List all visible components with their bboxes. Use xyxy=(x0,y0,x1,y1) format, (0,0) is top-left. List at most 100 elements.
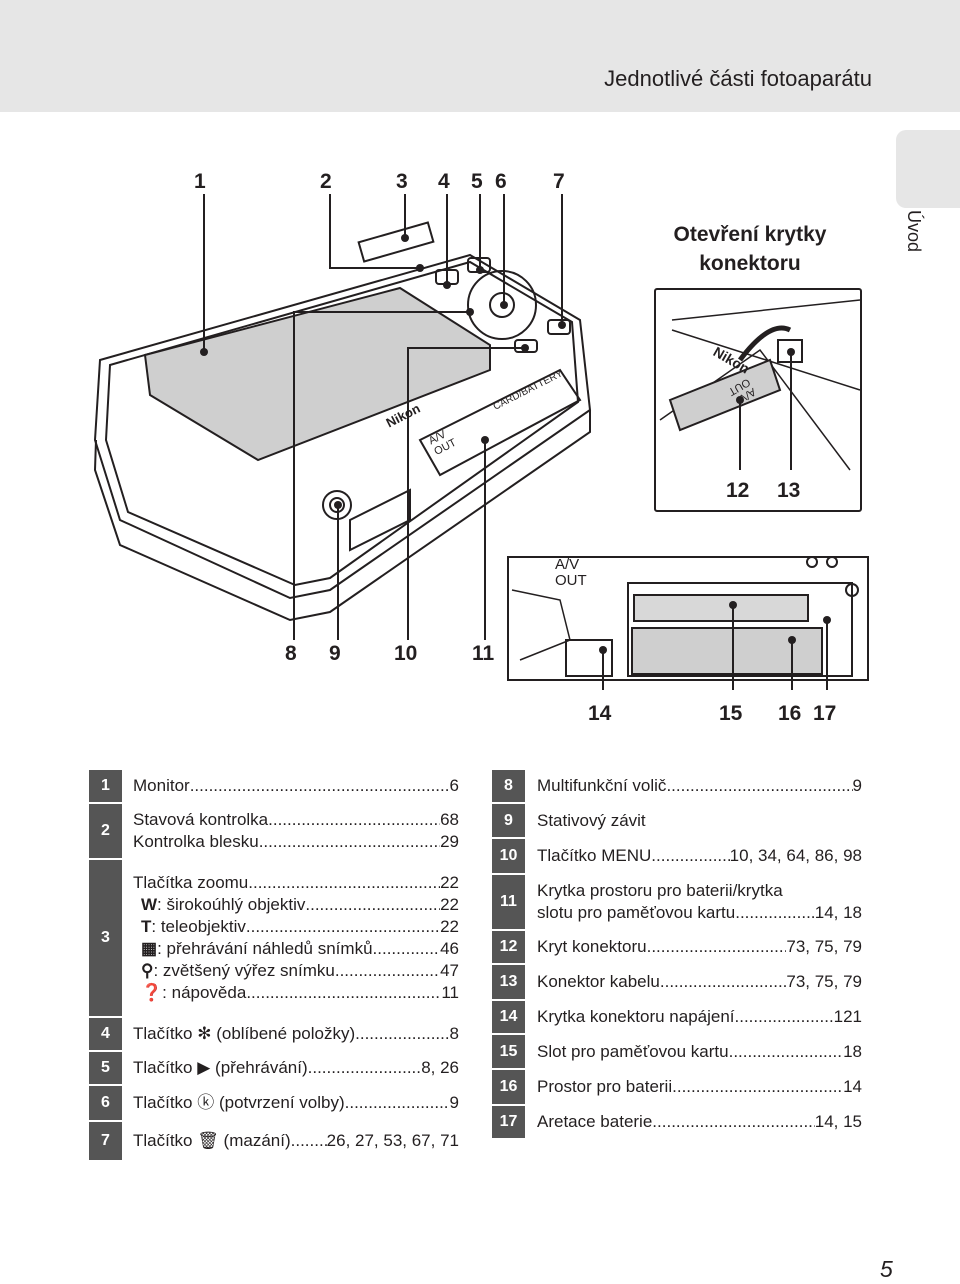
right_table-row-number: 10 xyxy=(492,839,525,873)
callout-2: 2 xyxy=(320,170,332,193)
callout-9: 9 xyxy=(329,642,341,665)
av-out-label: A/V OUT xyxy=(555,557,587,589)
left_table-entry: ▦: přehrávání náhledů snímků 46 xyxy=(133,938,459,960)
callout-8: 8 xyxy=(285,642,297,665)
connector-title-line2: konektoru xyxy=(699,252,801,275)
entry-page: 22 xyxy=(440,873,459,892)
entry-label: slotu pro paměťovou kartu xyxy=(537,903,736,922)
leader-dots xyxy=(355,1023,449,1045)
right_table-row-number: 14 xyxy=(492,1001,525,1033)
entry-page: 18 xyxy=(843,1041,862,1061)
right_table-entry: Aretace baterie14, 15 xyxy=(537,1111,862,1133)
entry-label: Monitor xyxy=(133,776,190,795)
parts-table-left: 1Monitor62Stavová kontrolka68Kontrolka b… xyxy=(89,770,469,1162)
entry-icon: ▦ xyxy=(141,939,158,958)
leader-dots xyxy=(246,982,441,1004)
leader-dots xyxy=(373,938,441,960)
left_table-entry: ⚲: zvětšený výřez snímku47 xyxy=(133,960,459,982)
entry-page: 14, 18 xyxy=(814,903,862,922)
right_table-entry: Konektor kabelu 73, 75, 79 xyxy=(537,971,862,993)
right_table-row-number: 13 xyxy=(492,965,525,999)
right_table-entry: Kryt konektoru 73, 75, 79 xyxy=(537,936,862,958)
camera-illustration: 1 2 3 4 5 6 7 8 9 10 11 12 13 14 15 16 1… xyxy=(93,170,869,725)
callout-10: 10 xyxy=(394,642,417,665)
leader-dots xyxy=(735,1006,834,1028)
leader-dots xyxy=(651,845,729,867)
right_table-row-number: 9 xyxy=(492,804,525,837)
left_table-entry: Tlačítko ✻ (oblíbené položky) 8 xyxy=(133,1023,459,1045)
entry-label: Tlačítko ✻ (oblíbené položky) xyxy=(133,1024,356,1043)
leader-dots xyxy=(666,775,852,797)
entry-page: 73, 75, 79 xyxy=(786,972,862,991)
entry-label: Tlačítko ⓚ (potvrzení volby) xyxy=(133,1093,345,1112)
left_table-row-number: 4 xyxy=(89,1018,122,1050)
callout-15: 15 xyxy=(719,702,743,725)
entry-page: 68 xyxy=(440,810,459,829)
left_table-entry: Stavová kontrolka68 xyxy=(133,809,459,831)
entry-page: 10, 34, 64, 86, 98 xyxy=(729,846,862,865)
callout-4: 4 xyxy=(438,170,450,193)
right_table-entry: Prostor pro baterii14 xyxy=(537,1076,862,1098)
left_table-row-number: 1 xyxy=(89,770,122,802)
entry-page: 8 xyxy=(449,1024,459,1043)
slot-inset xyxy=(507,556,869,690)
callout-5: 5 xyxy=(471,170,483,193)
entry-icon: ❓ xyxy=(141,983,163,1002)
right_table-entry: Multifunkční volič9 xyxy=(537,775,862,797)
left_table-row-number: 5 xyxy=(89,1052,122,1084)
leader-dots xyxy=(190,775,450,797)
leader-dots xyxy=(660,971,787,993)
callout-17: 17 xyxy=(813,702,836,725)
entry-label: : přehrávání náhledů snímků xyxy=(157,939,373,958)
leader-dots xyxy=(735,902,815,924)
entry-icon: T xyxy=(141,917,152,936)
callout-16: 16 xyxy=(778,702,801,725)
entry-page: 22 xyxy=(440,917,459,936)
leader-dots xyxy=(259,831,440,853)
left_table-entry: Kontrolka blesku29 xyxy=(133,831,459,853)
right_table-row-number: 17 xyxy=(492,1106,525,1138)
right_table-entry: Slot pro paměťovou kartu 18 xyxy=(537,1041,862,1063)
entry-label: Kryt konektoru xyxy=(537,937,647,956)
leader-dots xyxy=(268,809,440,831)
left_table-entry: Monitor 6 xyxy=(133,775,459,797)
left_table-row-number: 3 xyxy=(89,860,122,1016)
left_table-entry: W: širokoúhlý objektiv22 xyxy=(133,894,459,916)
entry-icon: W xyxy=(141,895,158,914)
callout-13: 13 xyxy=(777,479,800,502)
leader-dots xyxy=(335,960,440,982)
left_table-entry: Tlačítko 🗑 (mazání)26, 27, 53, 67, 71 xyxy=(133,1130,459,1152)
left_table-entry: Tlačítka zoomu 22 xyxy=(133,872,459,894)
page-section-title: Jednotlivé části fotoaparátu xyxy=(604,66,872,91)
entry-page: 46 xyxy=(440,939,459,958)
entry-page: 73, 75, 79 xyxy=(786,937,862,956)
entry-label: Kontrolka blesku xyxy=(133,832,259,851)
entry-page: 14, 15 xyxy=(814,1112,862,1131)
entry-label: Krytka prostoru pro baterii/krytka xyxy=(537,881,783,900)
entry-page: 9 xyxy=(449,1093,459,1112)
leader-dots xyxy=(652,1111,814,1133)
entry-page: 6 xyxy=(449,776,459,795)
entry-label: Tlačítka zoomu xyxy=(133,873,249,892)
entry-label: Slot pro paměťovou kartu xyxy=(537,1041,729,1061)
entry-label: Konektor kabelu xyxy=(537,972,660,991)
entry-label: : nápověda xyxy=(162,983,247,1002)
entry-page: 26, 27, 53, 67, 71 xyxy=(326,1131,459,1150)
entry-page: 8, 26 xyxy=(421,1058,459,1077)
leader-dots xyxy=(729,1041,843,1063)
left_table-entry: ❓: nápověda11 xyxy=(133,982,459,1004)
left_table-row-number: 6 xyxy=(89,1086,122,1120)
entry-label: Krytka konektoru napájení xyxy=(537,1007,735,1026)
right_table-entry: slotu pro paměťovou kartu 14, 18 xyxy=(537,902,862,924)
callout-6: 6 xyxy=(495,170,507,193)
leader-dots xyxy=(248,872,440,894)
entry-label: Tlačítko ▶ (přehrávání) xyxy=(133,1058,308,1077)
entry-label: Tlačítko MENU xyxy=(537,846,652,865)
callout-7: 7 xyxy=(553,170,565,193)
entry-label: : širokoúhlý objektiv xyxy=(157,895,306,914)
leader-dots xyxy=(305,894,440,916)
entry-label: : zvětšený výřez snímku xyxy=(153,961,335,980)
right_table-entry: Krytka konektoru napájení121 xyxy=(537,1006,862,1028)
entry-label: : teleobjektiv xyxy=(151,917,246,936)
